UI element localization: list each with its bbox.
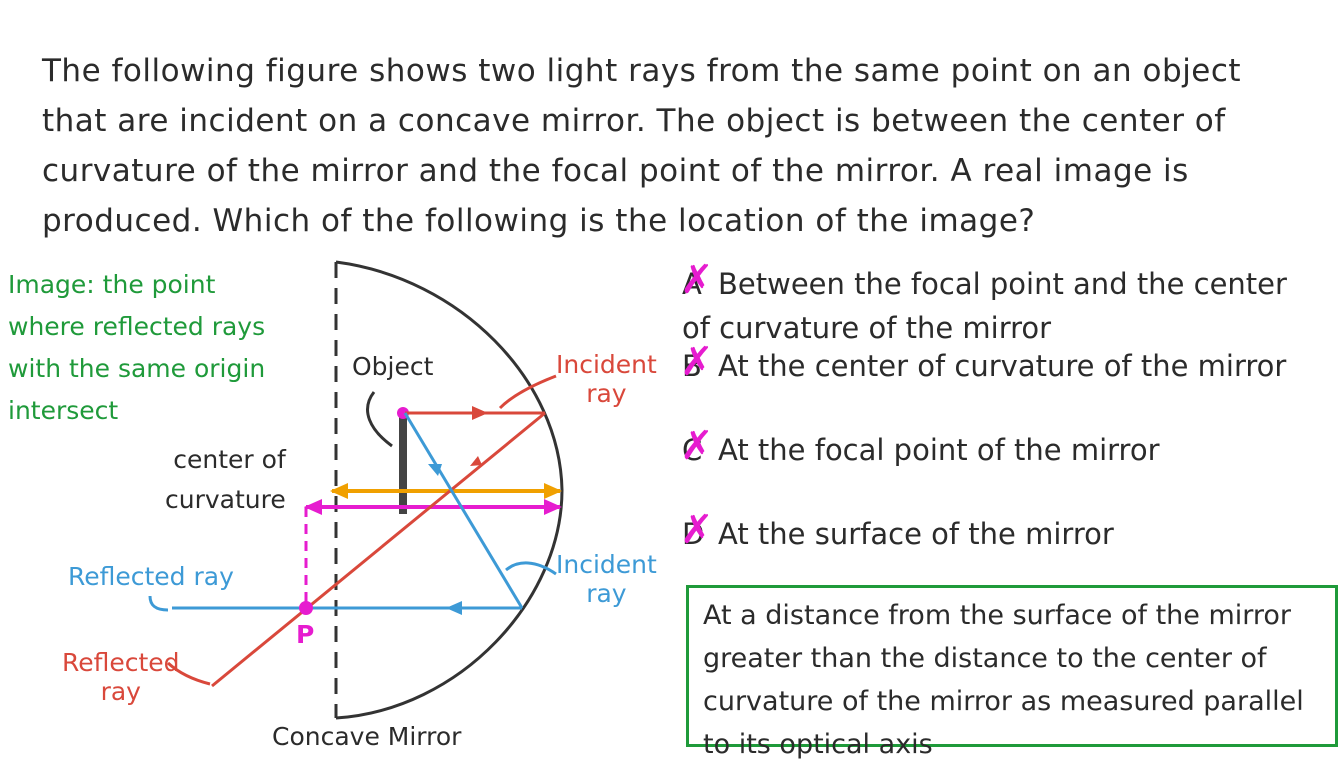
answer-box: At a distance from the surface of the mi… xyxy=(686,585,1338,760)
option-a-text: Between the focal point and the center o… xyxy=(682,267,1287,345)
incident-ray-bottom-label: Incident ray xyxy=(556,550,657,608)
object-pointer xyxy=(366,391,393,448)
red-incident-arrowhead xyxy=(472,406,488,420)
blue-reflected-arrowhead xyxy=(446,601,462,615)
option-c-text: At the focal point of the mirror xyxy=(718,433,1160,467)
option-b-letter: B✗ xyxy=(680,339,714,385)
red-reflected-ray xyxy=(211,411,546,688)
image-point-p xyxy=(299,601,313,615)
option-a[interactable]: A✗Between the focal point and the center… xyxy=(680,257,1332,350)
option-d-text: At the surface of the mirror xyxy=(718,517,1114,551)
orange-axis-head-right xyxy=(544,483,562,499)
option-d-letter: D✗ xyxy=(680,507,714,553)
red-incident-pointer xyxy=(498,374,557,410)
blue-reflected-pointer xyxy=(148,595,169,612)
option-b[interactable]: B✗At the center of curvature of the mirr… xyxy=(680,339,1332,388)
orange-axis-head-left xyxy=(330,483,348,499)
option-b-text: At the center of curvature of the mirror xyxy=(718,349,1287,383)
reflected-ray-red-label: Reflected ray xyxy=(62,648,180,706)
blue-incident-arrowhead xyxy=(428,464,442,476)
cross-icon: ✗ xyxy=(680,339,714,385)
question-text: The following figure shows two light ray… xyxy=(42,53,1242,239)
cross-icon: ✗ xyxy=(680,257,714,303)
concave-mirror-label: Concave Mirror xyxy=(272,722,462,751)
image-definition-note: Image: the point where reflected rays wi… xyxy=(8,270,266,425)
red-reflected-pointer xyxy=(166,661,211,686)
center-of-curvature-label: center of curvature xyxy=(165,445,286,514)
reflected-ray-blue-label: Reflected ray xyxy=(68,562,234,591)
option-d[interactable]: D✗At the surface of the mirror xyxy=(680,507,1332,556)
incident-ray-top-label: Incident ray xyxy=(556,350,657,408)
red-reflected-arrowhead xyxy=(470,456,482,466)
point-p-label: P xyxy=(296,620,315,649)
cross-icon: ✗ xyxy=(680,423,714,469)
blue-incident-pointer xyxy=(505,561,557,576)
option-c[interactable]: C✗At the focal point of the mirror xyxy=(680,423,1332,472)
blue-incident-ray xyxy=(403,412,524,609)
magenta-axis-head-left xyxy=(304,499,322,515)
magenta-axis-head-right xyxy=(544,499,562,515)
concave-mirror-arc xyxy=(335,260,564,720)
option-a-letter: A✗ xyxy=(680,257,714,303)
option-c-letter: C✗ xyxy=(680,423,714,469)
cross-icon: ✗ xyxy=(680,507,714,553)
object-label: Object xyxy=(352,352,434,381)
